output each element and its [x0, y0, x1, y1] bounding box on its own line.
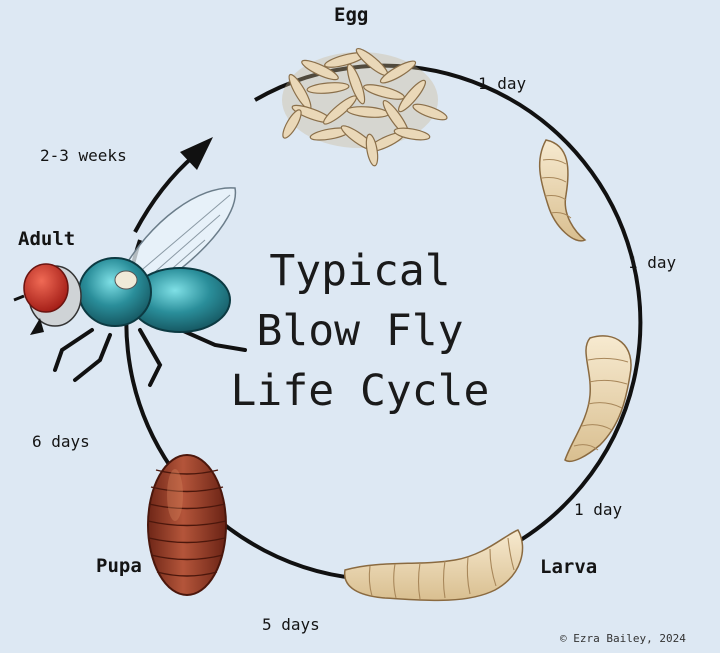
copyright-credit: © Ezra Bailey, 2024 — [560, 632, 686, 645]
diagram-title-line-1: Typical — [269, 246, 451, 296]
duration-adult-to-egg: 2-3 weeks — [40, 146, 127, 165]
diagram-title-line-3: Life Cycle — [230, 366, 490, 416]
pupa-illustration — [147, 454, 227, 596]
stage-label-egg: Egg — [334, 4, 369, 26]
arrowhead-icon — [180, 137, 213, 170]
duration-larva-to-pupa: 5 days — [262, 615, 320, 634]
duration-larva-stage-1: 1 day — [628, 253, 677, 272]
adult-to-egg-arrow — [133, 153, 197, 233]
larva-first-instar — [538, 139, 587, 242]
larva-third-instar — [344, 529, 524, 602]
larva-second-instar — [564, 335, 632, 462]
diagram-title-line-2: Blow Fly — [256, 306, 464, 356]
adult-fly-illustration — [13, 187, 247, 387]
stage-label-adult: Adult — [18, 228, 76, 250]
stage-label-larva: Larva — [540, 556, 598, 578]
duration-pupa-to-adult: 6 days — [32, 432, 90, 451]
duration-egg-to-larva: 1 day — [478, 74, 527, 93]
stage-label-pupa: Pupa — [96, 555, 142, 577]
duration-larva-stage-2: 1 day — [574, 500, 623, 519]
egg-cluster — [282, 47, 448, 167]
cycle-path — [124, 63, 643, 582]
